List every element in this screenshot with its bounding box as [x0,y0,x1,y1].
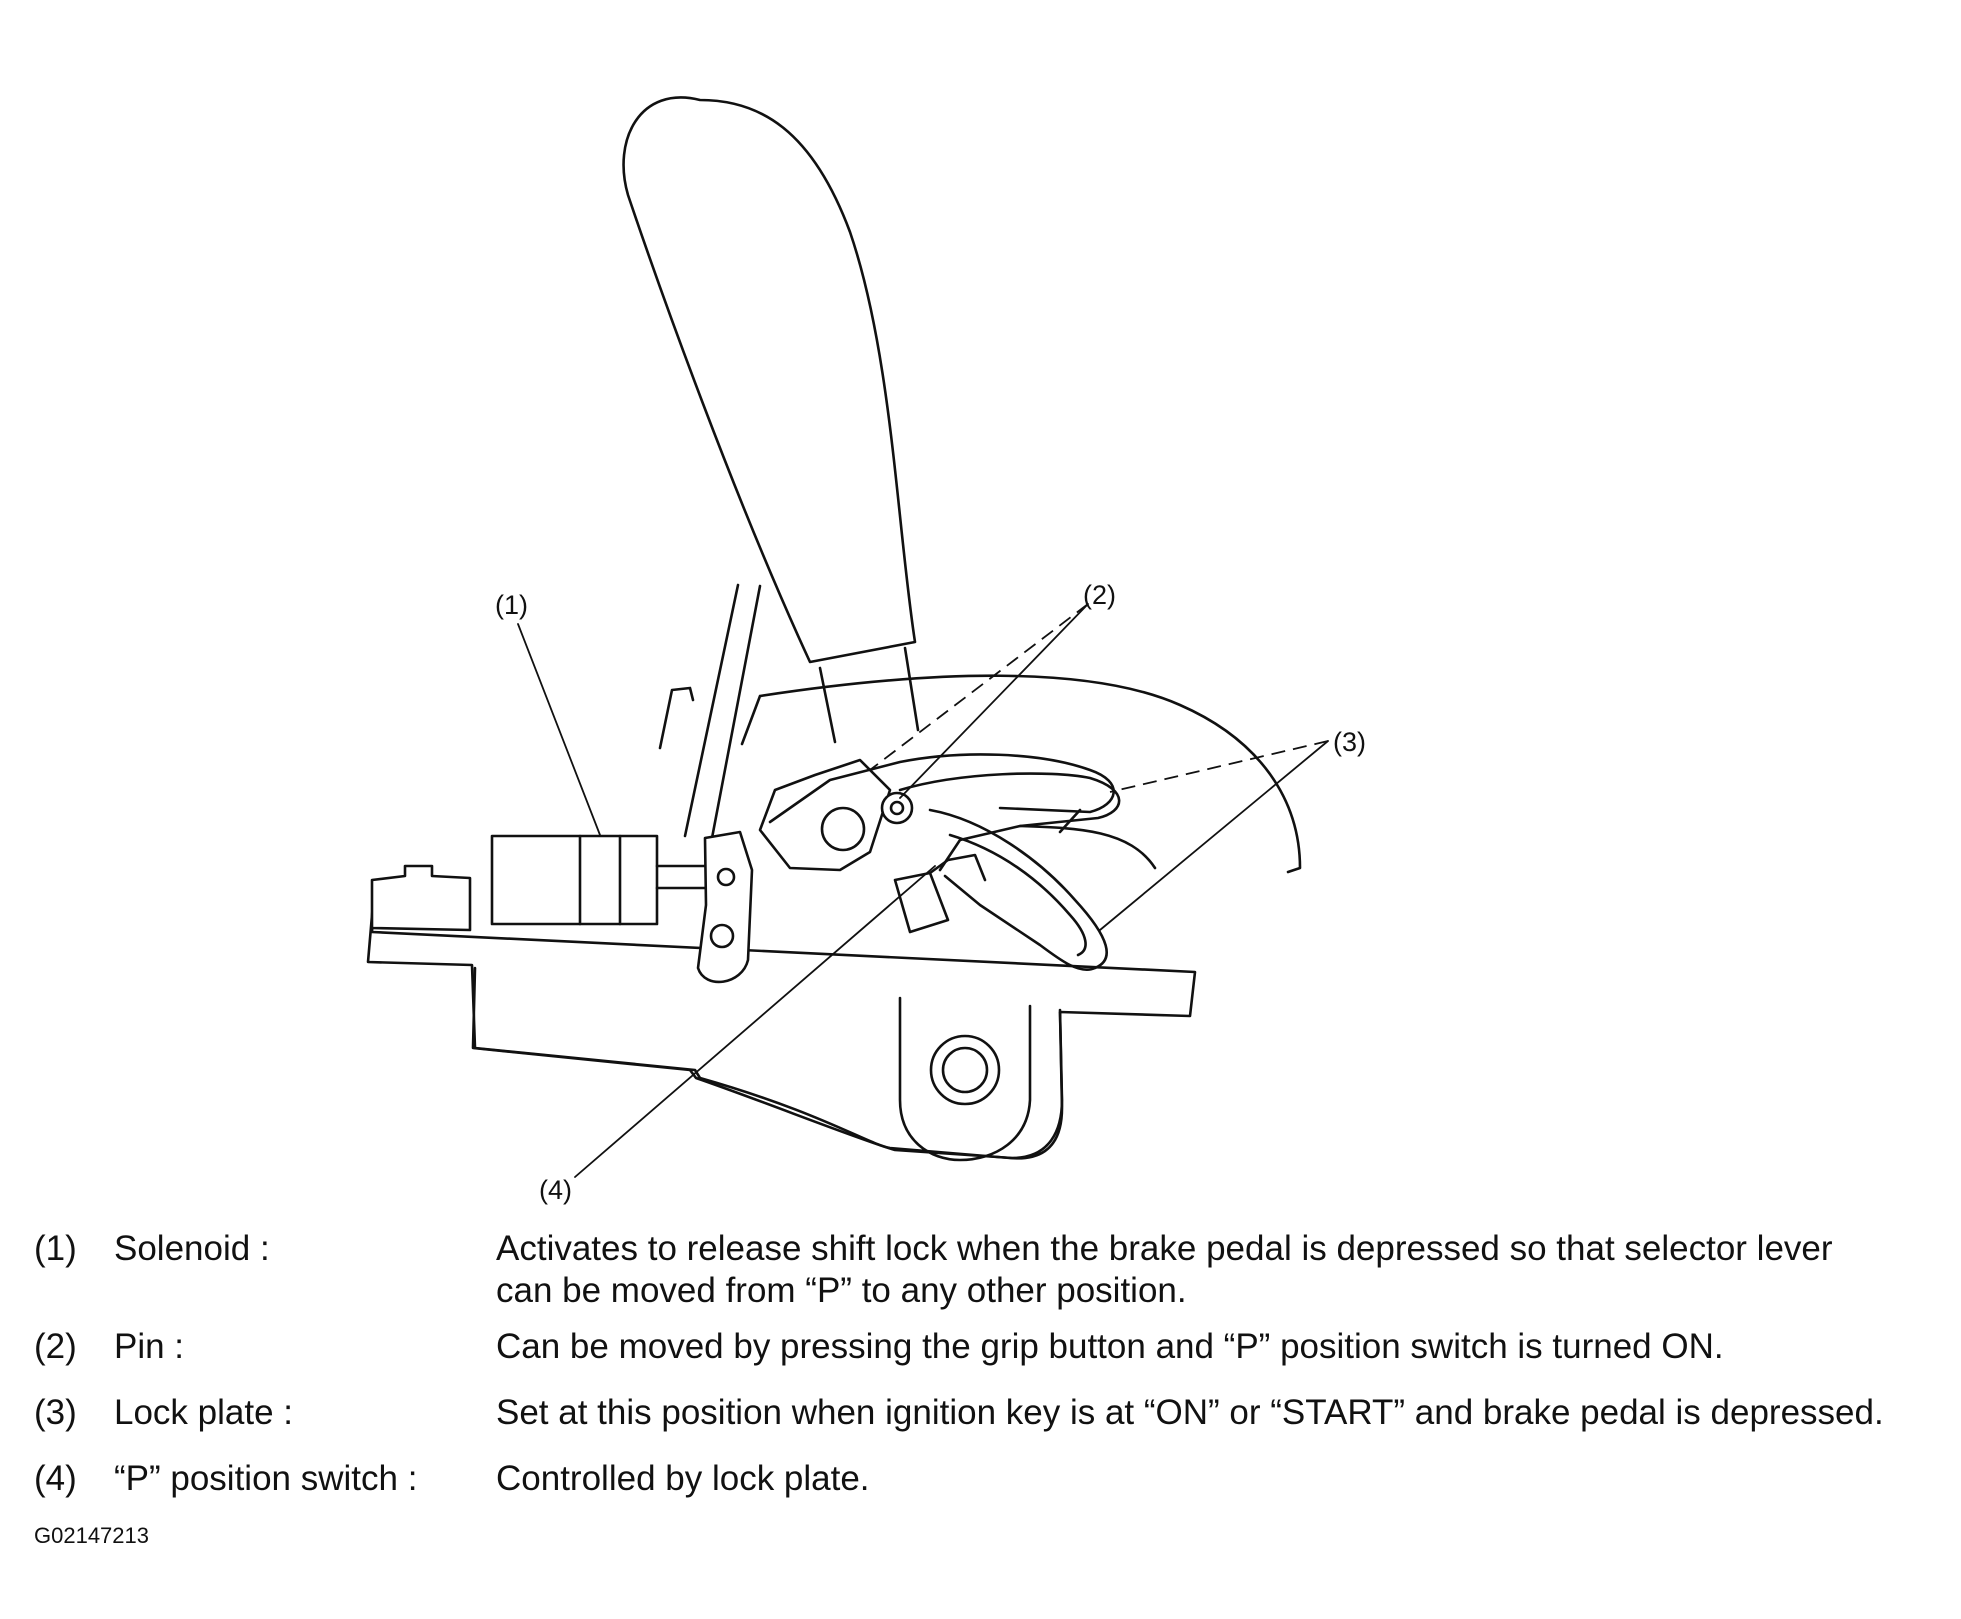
cover-arc [740,674,1302,874]
legend-number: (2) [34,1327,77,1366]
leader-line-2 [899,603,1089,799]
callout-1: (1) [495,590,528,620]
leader-line-3-dashed [1109,740,1329,793]
switch-contact [928,853,987,882]
linkage-hole [709,923,735,949]
linkage-arm [696,830,754,984]
legend-description: Set at this position when ignition key i… [496,1393,1884,1432]
leader-line-1 [517,623,601,836]
detent-hole [820,806,866,852]
pivot-hole-inner [941,1046,989,1094]
legend-name: Pin : [114,1327,185,1366]
solenoid-bands [578,834,622,926]
legend-name: Solenoid : [114,1229,270,1268]
legend-row-solenoid: (1) Solenoid : Activates to release shif… [34,1228,1934,1326]
lock-plate-loop-inner [948,833,1087,957]
connector-block [370,864,472,932]
leader-line-4 [574,865,936,1178]
legend-row-p-position-switch: (4) “P” position switch : Controlled by … [34,1458,1934,1524]
pin-2-center [889,800,905,816]
callout-4: (4) [539,1175,572,1205]
selector-lever-knob [622,96,917,664]
legend-name: Lock plate : [114,1393,293,1432]
parts-legend: (1) Solenoid : Activates to release shif… [34,1228,1934,1524]
legend-number: (1) [34,1229,77,1268]
lock-plate-edge [1018,808,1157,870]
linkage-pin [716,867,736,887]
lever-shaft [818,646,920,744]
callout-2: (2) [1083,580,1116,610]
callout-3: (3) [1333,727,1366,757]
lower-housing [471,966,1064,1160]
cover-bracket [658,686,695,750]
legend-description: Controlled by lock plate. [496,1459,870,1498]
legend-name: “P” position switch : [114,1459,418,1498]
p-position-switch [893,871,950,934]
legend-description: Can be moved by pressing the grip button… [496,1327,1724,1366]
leader-line-2-dashed [869,603,1089,771]
figure-id: G02147213 [34,1523,149,1548]
legend-row-pin: (2) Pin : Can be moved by pressing the g… [34,1326,1934,1392]
legend-number: (4) [34,1459,77,1498]
lock-plate-loop [928,808,1108,971]
pivot-bracket [898,996,1032,1162]
lock-plate [898,772,1121,872]
leader-line-3 [1099,740,1329,931]
detent-profile [768,753,1115,824]
legend-number: (3) [34,1393,77,1432]
pivot-hole-outer [929,1034,1001,1106]
legend-description: Activates to release shift lock when the… [496,1229,1833,1310]
legend-row-lock-plate: (3) Lock plate : Set at this position wh… [34,1392,1934,1458]
guide-rod [683,583,762,840]
solenoid-body [490,834,659,926]
pin-2 [880,791,914,825]
